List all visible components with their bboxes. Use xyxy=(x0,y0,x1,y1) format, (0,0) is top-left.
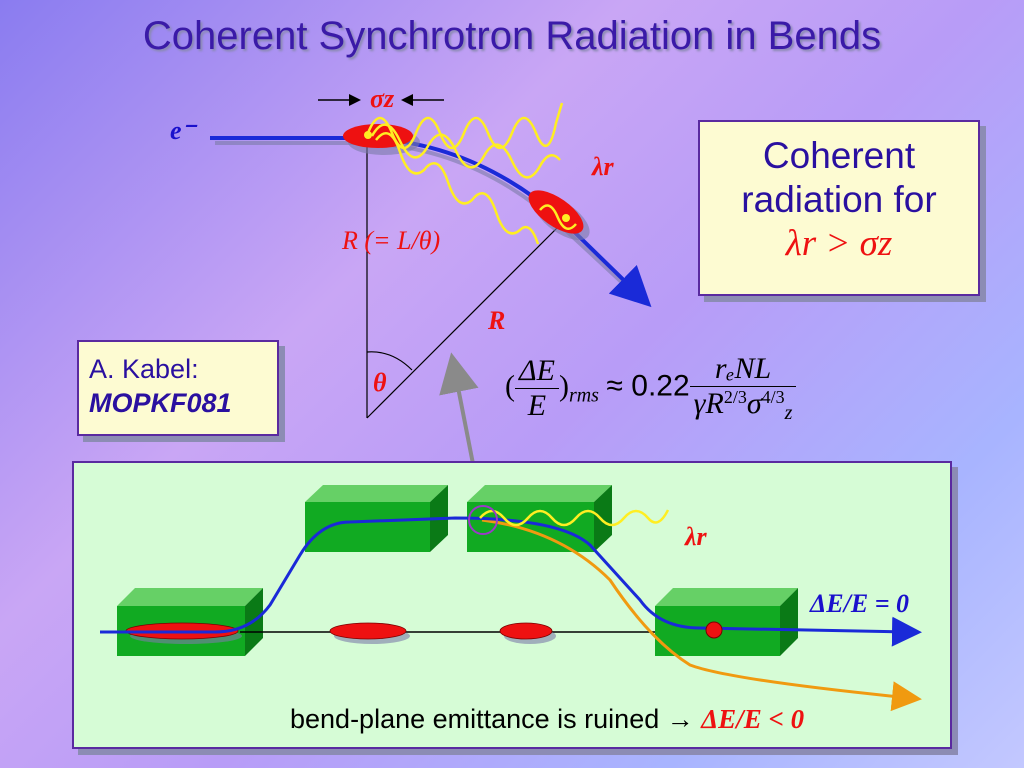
chicane-particle xyxy=(705,621,723,639)
radius-label-short: R xyxy=(488,306,506,335)
delta-e-zero-label: ΔE/E = 0 xyxy=(810,589,910,618)
chicane-beam xyxy=(100,516,922,647)
radiation-wave-4 xyxy=(539,204,577,231)
magnet-1 xyxy=(117,588,263,656)
chicane-radiation xyxy=(479,509,670,527)
coherent-condition: λr > σz xyxy=(785,223,893,264)
emittance-text: bend-plane emittance is ruined → xyxy=(290,704,694,734)
eq-rhs-den-base: γR xyxy=(693,387,724,420)
emittance-caption: bend-plane emittance is ruined → ΔE/E < … xyxy=(290,704,804,735)
eq-rhs-den-exp2: 4/3 xyxy=(761,387,785,407)
radiation-wave-1 xyxy=(366,102,564,150)
radius-line-diagonal xyxy=(366,219,566,419)
radius-label-long: R (= L/θ) xyxy=(342,226,441,255)
deflected-trajectory xyxy=(481,518,922,712)
emission-highlight xyxy=(468,505,498,535)
radiation-wave-3 xyxy=(375,132,540,245)
eq-lhs-den: E xyxy=(527,389,547,422)
coherent-line1: Coherent xyxy=(762,135,916,176)
sigma-z-label: σz xyxy=(370,84,395,113)
kabel-reference: MOPKF081 xyxy=(89,388,232,418)
lambda-r-label-upper: λr xyxy=(592,152,614,181)
bunch-1-dot xyxy=(364,131,372,139)
eq-open-paren: ( xyxy=(505,369,515,403)
eq-lhs-num: ΔE xyxy=(515,354,559,389)
radiation-wave-2 xyxy=(370,123,561,179)
eq-rhs-den-sigma: σ xyxy=(746,387,762,420)
emittance-formula: ΔE/E < 0 xyxy=(701,704,805,734)
magnet-4 xyxy=(655,588,798,656)
angle-arc xyxy=(366,351,413,371)
eq-rhs-num: rₑNL xyxy=(689,352,797,387)
eq-rms-sub: rms xyxy=(568,384,599,407)
lambda-r-label-lower: λr xyxy=(685,522,707,551)
eq-rhs-den-sub: z xyxy=(784,402,793,424)
eq-approx: ≈ 0.22 xyxy=(606,369,690,403)
coherent-radiation-box: Coherent radiation for λr > σz xyxy=(698,120,980,296)
eq-rhs-den-exp1: 2/3 xyxy=(723,387,747,407)
bunch-2-dot xyxy=(562,214,570,222)
eq-close-paren: ) xyxy=(558,369,569,403)
theta-label: θ xyxy=(373,368,387,397)
magnet-3 xyxy=(467,485,612,552)
kabel-author: A. Kabel: xyxy=(89,354,199,384)
electron-label: e⁻ xyxy=(170,116,196,145)
slide-title: Coherent Synchrotron Radiation in Bends xyxy=(142,14,882,58)
kabel-reference-box: A. Kabel: MOPKF081 xyxy=(77,340,279,436)
chicane-bunch-3 xyxy=(499,622,553,640)
coherent-line2: radiation for xyxy=(741,179,937,220)
chicane-bunch-2 xyxy=(329,622,407,640)
eq-rhs-den: γR2/3σ4/3z xyxy=(690,387,797,425)
